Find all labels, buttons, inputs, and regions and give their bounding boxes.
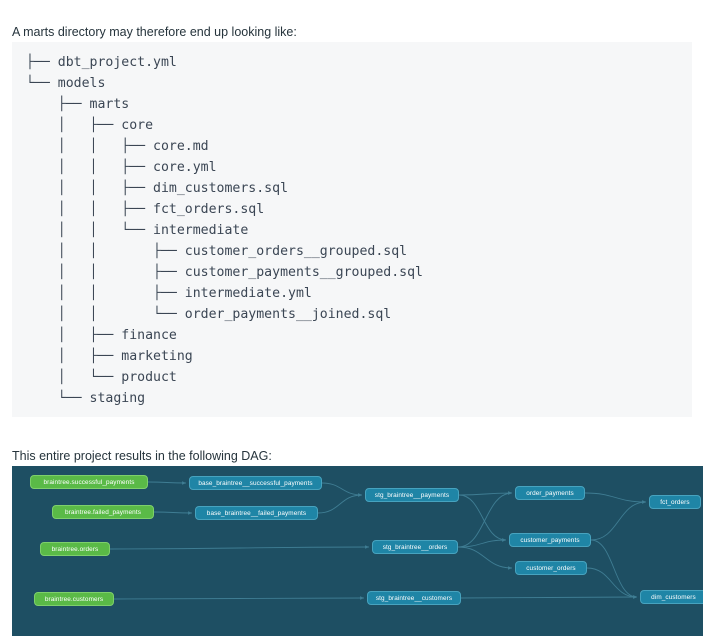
dag-node-stg_braintree__customers[interactable]: stg_braintree__customers [367, 591, 461, 605]
dag-edge-stg_braintree__orders-to-customer_orders [457, 546, 513, 570]
dag-edge-braintree_successful_payments-to-base_braintree__successful_payments [147, 481, 187, 485]
dag-node-stg_braintree__payments[interactable]: stg_braintree__payments [365, 488, 459, 502]
dag-edge-braintree_orders-to-stg_braintree__orders [109, 545, 370, 550]
dag-edge-base_braintree__failed_payments-to-stg_braintree__payments [317, 493, 363, 514]
dag-edge-stg_braintree__payments-to-order_payments [458, 491, 513, 496]
dag-edge-stg_braintree__payments-to-customer_payments [458, 494, 507, 542]
dag-edge-layer [109, 481, 647, 600]
dag-edge-customer_payments-to-dim_customers [590, 539, 638, 599]
dag-edge-customer_payments-to-fct_orders [590, 500, 647, 541]
dag-node-customer_orders[interactable]: customer_orders [515, 561, 587, 575]
dag-edge-braintree_customers-to-stg_braintree__customers [113, 596, 365, 600]
directory-tree-content: ├── dbt_project.yml └── models ├── marts… [26, 55, 423, 406]
dag-node-customer_payments[interactable]: customer_payments [509, 533, 591, 547]
dag-edge-stg_braintree__customers-to-dim_customers [460, 595, 638, 599]
dag-edge-customer_orders-to-dim_customers [586, 567, 638, 599]
dag-node-braintree_successful_payments[interactable]: braintree.successful_payments [30, 475, 148, 489]
dag-node-braintree_failed_payments[interactable]: braintree.failed_payments [52, 505, 154, 519]
dag-node-order_payments[interactable]: order_payments [515, 486, 585, 500]
dag-node-braintree_orders[interactable]: braintree.orders [40, 542, 110, 556]
dag-paragraph: This entire project results in the follo… [12, 448, 272, 463]
dag-edge-stg_braintree__orders-to-order_payments [457, 491, 513, 548]
dag-node-fct_orders[interactable]: fct_orders [649, 495, 701, 509]
dag-node-base_braintree__failed_payments[interactable]: base_braintree__failed_payments [195, 506, 318, 520]
dag-node-base_braintree__successful_payments[interactable]: base_braintree__successful_payments [189, 476, 322, 490]
dag-lineage-graph[interactable]: braintree.successful_payments braintree.f… [12, 466, 703, 636]
dag-node-dim_customers[interactable]: dim_customers [640, 590, 703, 604]
dag-node-stg_braintree__orders[interactable]: stg_braintree__orders [372, 540, 458, 554]
directory-tree-code-block: ├── dbt_project.yml └── models ├── marts… [12, 42, 692, 417]
dag-node-braintree_customers[interactable]: braintree.customers [34, 592, 114, 606]
dag-edge-order_payments-to-fct_orders [584, 492, 647, 504]
intro-paragraph: A marts directory may therefore end up l… [12, 24, 297, 39]
dag-edge-base_braintree__successful_payments-to-stg_braintree__payments [321, 482, 363, 497]
dag-edge-braintree_failed_payments-to-base_braintree__failed_payments [153, 511, 193, 515]
dag-edge-stg_braintree__orders-to-customer_payments [457, 538, 507, 548]
